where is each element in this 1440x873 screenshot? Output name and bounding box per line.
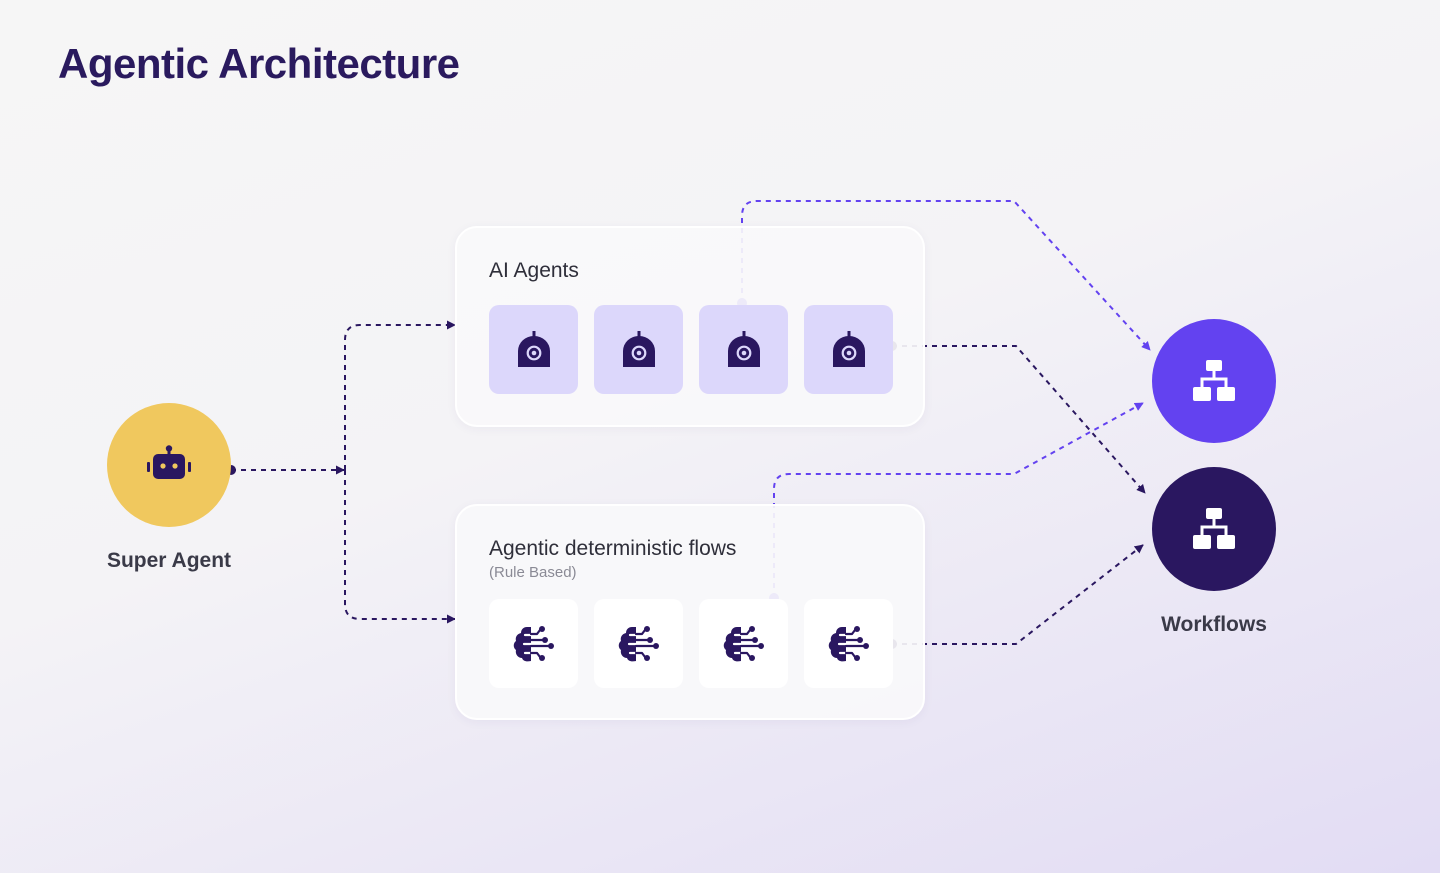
ai-agents-panel: AI Agents bbox=[455, 226, 925, 427]
ai-agents-title: AI Agents bbox=[489, 259, 579, 282]
page-title: Agentic Architecture bbox=[58, 40, 460, 87]
brain-circuit-icon bbox=[828, 625, 869, 661]
deterministic-flows-subtitle: (Rule Based) bbox=[489, 564, 577, 581]
deterministic-flows-title: Agentic deterministic flows bbox=[489, 537, 737, 560]
ai-agent-tile bbox=[804, 305, 893, 394]
agent-dome-icon bbox=[517, 330, 550, 367]
super-agent-node bbox=[107, 403, 231, 527]
brain-circuit-icon bbox=[723, 625, 764, 661]
flow-tile bbox=[594, 599, 683, 688]
connector-agent-to-workflow-2 bbox=[892, 345, 1146, 494]
hierarchy-icon bbox=[1193, 360, 1235, 401]
connector-branch-to-ai-agents bbox=[344, 320, 456, 470]
flow-tile bbox=[804, 599, 893, 688]
deterministic-flows-panel: Agentic deterministic flows (Rule Based) bbox=[455, 504, 925, 720]
connector-flow-to-workflow-2 bbox=[892, 544, 1144, 645]
workflows-label: Workflows bbox=[1161, 613, 1267, 636]
deterministic-flows-tiles bbox=[489, 599, 893, 688]
hierarchy-icon bbox=[1193, 508, 1235, 549]
ai-agent-tile bbox=[489, 305, 578, 394]
ai-agent-tile bbox=[699, 305, 788, 394]
flow-tile bbox=[699, 599, 788, 688]
connector-branch-to-flows bbox=[344, 470, 456, 624]
super-agent-label: Super Agent bbox=[106, 549, 232, 572]
ai-agent-tile bbox=[594, 305, 683, 394]
agent-dome-icon bbox=[832, 330, 865, 367]
flow-tile bbox=[489, 599, 578, 688]
brain-circuit-icon bbox=[513, 625, 554, 661]
connector-agent-to-workflow-1 bbox=[741, 200, 1151, 351]
agent-dome-icon bbox=[727, 330, 760, 367]
workflow-node-primary bbox=[1152, 319, 1276, 443]
agent-dome-icon bbox=[622, 330, 655, 367]
robot-icon bbox=[147, 445, 191, 479]
connector-flow-to-workflow-1 bbox=[773, 402, 1144, 598]
brain-circuit-icon bbox=[618, 625, 659, 661]
ai-agents-tiles bbox=[489, 305, 893, 394]
workflow-node-secondary bbox=[1152, 467, 1276, 591]
